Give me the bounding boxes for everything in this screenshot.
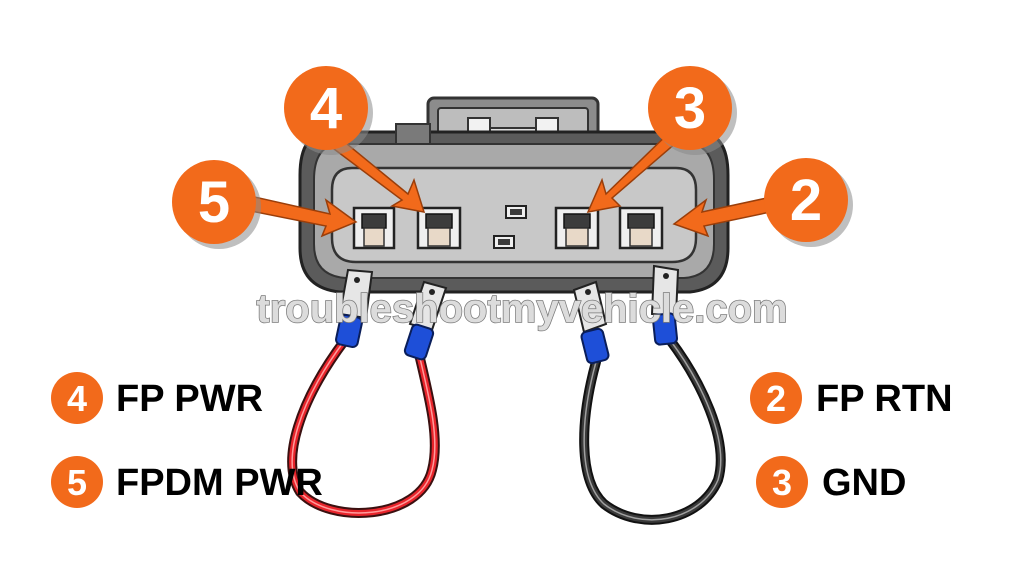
legend-item: 3 GND [756,456,906,508]
legend-label: GND [822,462,906,504]
callout-number: 4 [310,76,342,141]
legend-label: FPDM PWR [116,462,323,504]
legend-left: 4 FP PWR 5 FPDM PWR [51,372,323,508]
jumper-wire-red [287,335,440,518]
legend-label: FP PWR [116,378,263,420]
legend-right: 2 FP RTN 3 GND [750,372,953,508]
pin-cavity-2 [618,206,664,250]
callout-arrows [245,124,781,238]
watermark: troubleshootmyvehicle.com [256,287,787,331]
callout-number: 3 [674,76,706,141]
callout-pin2: 2 [764,158,853,247]
legend-number: 4 [67,378,87,419]
callout-pin3: 3 [648,66,737,155]
legend-number: 5 [67,462,87,503]
callout-number: 5 [198,170,230,235]
jumper-wire-black [579,335,726,525]
legend-number: 3 [772,462,792,503]
pin-cavity-5 [352,206,396,250]
pin-cavity-3 [554,206,600,250]
callout-pin4: 4 [284,66,373,155]
legend-item: 2 FP RTN [750,372,953,424]
spade-terminal-pin5 [335,268,374,349]
callout-number: 2 [790,168,822,233]
spade-terminal-pin3 [572,280,610,365]
callout-pin5: 5 [172,160,261,249]
empty-pin-cavities [493,205,527,249]
spade-terminal-pin4 [403,280,448,361]
spade-terminal-pin2 [650,264,680,346]
legend-number: 2 [766,378,786,419]
legend-item: 5 FPDM PWR [51,456,323,508]
legend-item: 4 FP PWR [51,372,263,424]
pin-cavity-4 [416,206,462,250]
legend-label: FP RTN [816,378,953,420]
